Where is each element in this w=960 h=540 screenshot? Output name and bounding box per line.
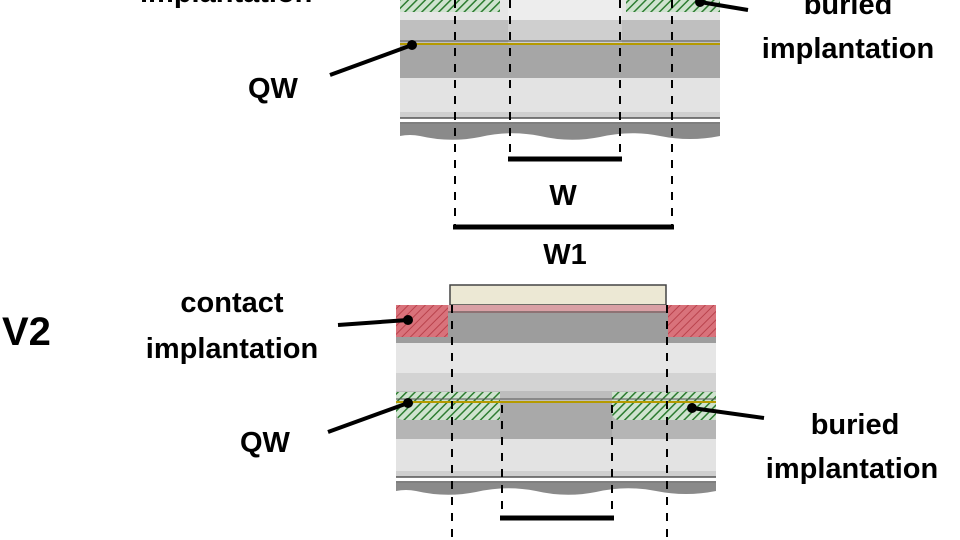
bottom-contact-label-1: contact [180, 287, 283, 319]
bottom-buried-right [612, 392, 716, 420]
top-qw-pointer [329, 43, 413, 77]
bottom-contact-dot [403, 315, 413, 325]
bottom-top-contact [449, 284, 667, 306]
bottom-qw-label: QW [240, 427, 291, 459]
bottom-contact-label-2: implantation [146, 333, 318, 365]
top-w1-label: W1 [543, 239, 587, 271]
top-w-label: W [549, 180, 577, 212]
bottom-layer-mid1 [396, 373, 716, 391]
top-substrate [400, 124, 720, 140]
top-mesa-upper [508, 0, 622, 20]
top-device [329, 0, 749, 230]
top-qw-label: QW [248, 73, 299, 105]
top-substrate-cap [400, 112, 720, 118]
top-buried-label-2: implantation [762, 33, 934, 65]
bottom-cap-layer [396, 305, 716, 313]
bottom-buried-label-1: buried [811, 409, 900, 441]
bottom-buried-dot [687, 403, 697, 413]
bottom-substrate [396, 483, 716, 495]
bottom-substrate-cap [396, 471, 716, 477]
top-qw-dot [407, 40, 417, 50]
bottom-buried-pointer [691, 406, 765, 420]
bottom-device [327, 284, 765, 540]
bottom-contact-pointer [337, 318, 409, 327]
bottom-qw-dot [403, 398, 413, 408]
top-layer-4 [400, 78, 720, 112]
bottom-contact-implant-right [668, 305, 716, 337]
bottom-mesa-core [500, 403, 612, 439]
bottom-layer-light [396, 343, 716, 373]
top-layer-3 [400, 44, 720, 78]
top-implantation-label: implantation [140, 0, 312, 9]
bottom-layer-dark [396, 313, 716, 343]
bottom-buried-label-2: implantation [766, 453, 938, 485]
bottom-w-label: W [543, 535, 571, 540]
top-buried-label-1: buried [804, 0, 893, 21]
top-buried-dot [695, 0, 705, 7]
top-mesa-lower [508, 20, 622, 44]
top-buried-left [400, 0, 500, 12]
bottom-qw-pointer [327, 401, 409, 434]
bottom-layer-lower [396, 439, 716, 471]
top-buried-pointer [699, 0, 749, 12]
variant-v2-label: V2 [2, 310, 51, 354]
